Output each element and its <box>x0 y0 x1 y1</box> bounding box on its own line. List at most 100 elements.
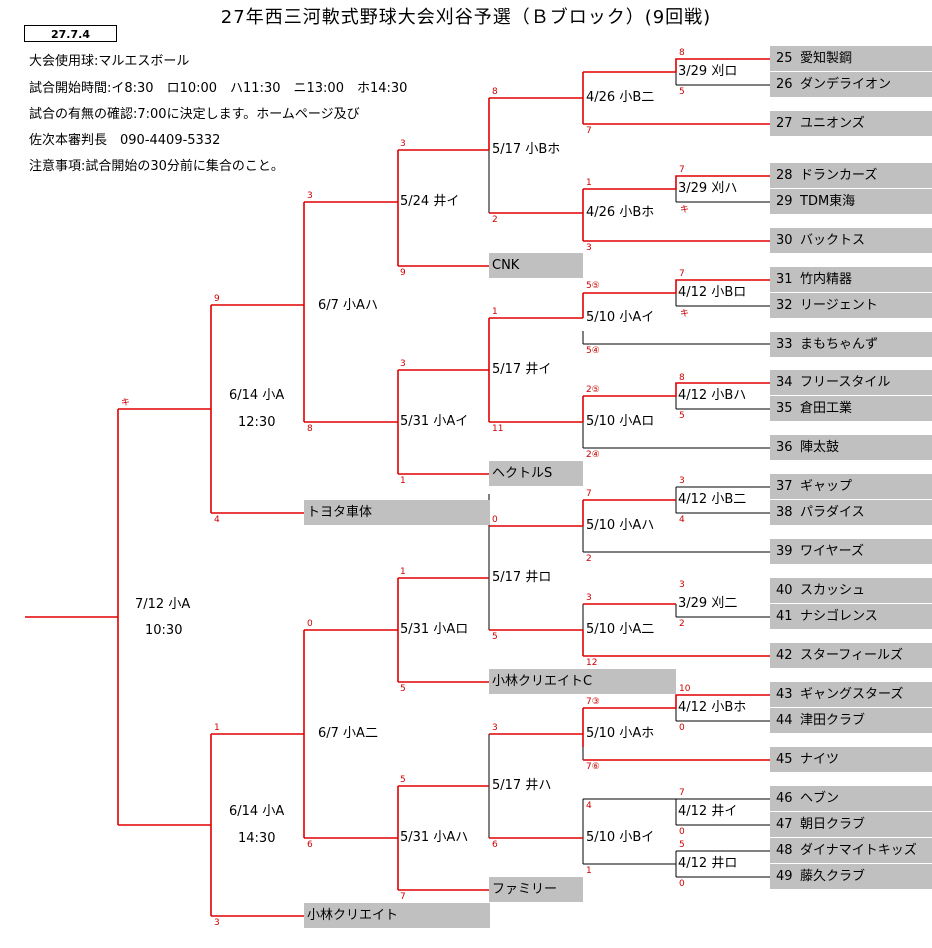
game-sf1-time: 12:30 <box>238 415 276 430</box>
score: 3 <box>586 593 592 603</box>
game-r2-1: 4/26 小B二 <box>586 90 655 105</box>
score: 1 <box>492 307 498 317</box>
game-r1-9: 4/12 井ロ <box>678 856 738 871</box>
game-r4-2: 5/31 小Aイ <box>400 414 469 429</box>
score: 7 <box>679 165 685 175</box>
score: 6 <box>307 840 313 850</box>
score: 3 <box>400 359 406 369</box>
game-final-date: 7/12 小A <box>135 597 191 612</box>
score: 7 <box>586 126 592 136</box>
game-r2-8: 5/10 小Bイ <box>586 830 655 845</box>
game-r2-7: 5/10 小Aホ <box>586 726 655 741</box>
score: 5④ <box>586 346 600 356</box>
score: 3 <box>679 476 685 486</box>
game-sf2-time: 14:30 <box>238 831 276 846</box>
score: 7 <box>679 269 685 279</box>
score: 3 <box>586 243 592 253</box>
score: 4 <box>214 515 220 525</box>
game-r4-3: 5/31 小Aロ <box>400 622 469 637</box>
game-r3-1: 5/17 小Bホ <box>492 142 561 157</box>
score: 7⑥ <box>586 762 600 772</box>
score: 3 <box>214 918 220 928</box>
score: 1 <box>214 723 220 733</box>
team-toyota-shatai: トヨタ車体 <box>304 500 490 525</box>
game-r2-5: 5/10 小Aハ <box>586 518 655 533</box>
score: 7③ <box>586 697 600 707</box>
team-family: ファミリー <box>489 877 583 902</box>
note-start-times: 試合開始時間:イ8:30 ロ10:00 ハ11:30 ニ13:00 ホ14:30 <box>29 81 408 96</box>
score: 7 <box>586 489 592 499</box>
note-umpire: 佐次本審判長 090-4409-5332 <box>29 133 221 148</box>
note-ball: 大会使用球:マルエスボール <box>29 54 190 69</box>
score: 2 <box>586 554 592 564</box>
game-r2-2: 4/26 小Bホ <box>586 205 655 220</box>
game-r3-2: 5/17 井イ <box>492 362 552 377</box>
score: 3 <box>679 580 685 590</box>
game-r1-1: 3/29 刈ロ <box>678 64 738 79</box>
score: 2⑤ <box>586 385 600 395</box>
score: 5 <box>400 684 406 694</box>
score: 4 <box>679 515 685 525</box>
score: 3 <box>400 139 406 149</box>
score: 1 <box>586 178 592 188</box>
score: 8 <box>679 48 685 58</box>
score: 6 <box>492 840 498 850</box>
score: 1 <box>400 476 406 486</box>
score: 0 <box>492 515 498 525</box>
game-r2-6: 5/10 小A二 <box>586 622 655 637</box>
game-r1-7: 4/12 小Bホ <box>678 700 747 715</box>
score: 0 <box>307 619 313 629</box>
score: 5 <box>679 87 685 97</box>
score: 0 <box>679 723 685 733</box>
score: 7 <box>679 788 685 798</box>
score: 11 <box>492 424 504 434</box>
game-r5-2: 6/7 小A二 <box>318 726 378 741</box>
score: キ <box>680 309 690 319</box>
score: 1 <box>400 567 406 577</box>
score: 8 <box>679 373 685 383</box>
score: キ <box>680 205 690 215</box>
game-sf2-date: 6/14 小A <box>229 804 285 819</box>
score: 2 <box>492 215 498 225</box>
score: 9 <box>400 268 406 278</box>
game-r1-6: 3/29 刈二 <box>678 596 738 611</box>
score: 5 <box>400 775 406 785</box>
score: 5 <box>679 840 685 850</box>
game-r3-4: 5/17 井ハ <box>492 778 552 793</box>
score: 5 <box>679 411 685 421</box>
game-r4-1: 5/24 井イ <box>400 194 460 209</box>
game-r1-4: 4/12 小Bハ <box>678 388 747 403</box>
score: 3 <box>307 191 313 201</box>
score: 3 <box>492 723 498 733</box>
score: 2④ <box>586 450 600 460</box>
game-r1-2: 3/29 刈ハ <box>678 181 738 196</box>
score: 8 <box>492 87 498 97</box>
game-r1-5: 4/12 小B二 <box>678 492 747 507</box>
score: キ <box>121 398 131 408</box>
team-kobayashi-create-c: 小林クリエイトC <box>489 669 676 694</box>
score: 0 <box>679 827 685 837</box>
score: 4 <box>586 801 592 811</box>
game-r4-4: 5/31 小Aハ <box>400 830 469 845</box>
game-r1-3: 4/12 小Bロ <box>678 285 747 300</box>
score: 8 <box>307 424 313 434</box>
score: 2 <box>679 619 685 629</box>
score: 5⑤ <box>586 281 600 291</box>
